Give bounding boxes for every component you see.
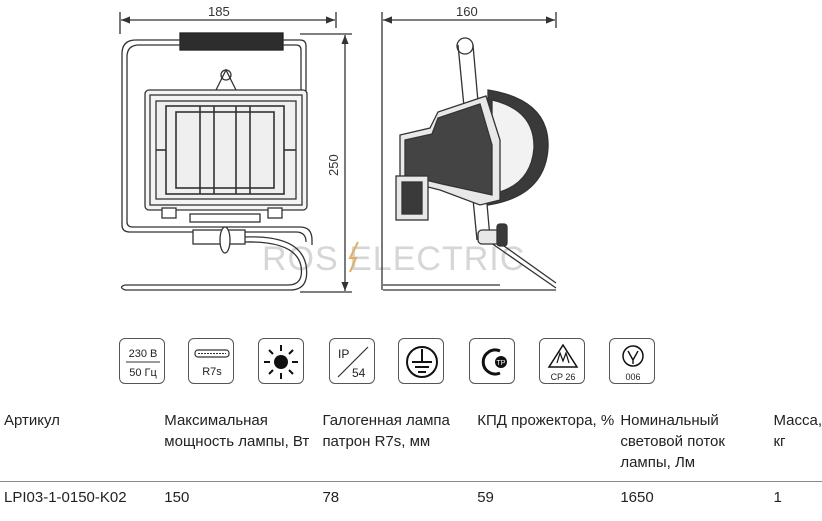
svg-text:R7s: R7s <box>202 366 222 378</box>
technical-drawing: ROS ELECTRIC <box>119 4 557 293</box>
front-view <box>119 12 352 293</box>
cell-mass: 1 <box>769 481 822 510</box>
watermark: ROS ELECTRIC <box>262 240 525 278</box>
svg-text:50 Гц: 50 Гц <box>129 367 157 379</box>
header-mass: Масса, кг <box>773 412 822 450</box>
cell-max-power: 150 <box>160 481 319 510</box>
lamp-base-icon: R7s <box>188 338 234 384</box>
cell-efficiency: 59 <box>473 481 617 510</box>
cell-article: LPI03-1-0150-K02 <box>0 481 161 510</box>
svg-text:CP 26: CP 26 <box>551 372 576 382</box>
svg-text:ТР: ТР <box>497 360 506 367</box>
height-label: 250 <box>326 154 341 176</box>
header-luminous-flux: Номинальный световой поток лампы, Лм <box>620 412 725 471</box>
svg-text:54: 54 <box>352 366 366 380</box>
side-view <box>381 12 557 291</box>
header-lamp: Галогенная лампа патрон R7s, мм <box>322 412 450 450</box>
grounding-icon <box>398 338 444 384</box>
sun-icon <box>258 338 304 384</box>
spec-table: Артикул Максимальная мощность лампы, Вт … <box>0 404 822 510</box>
ip-rating-icon: IP 54 <box>329 338 375 384</box>
cell-lamp: 78 <box>318 481 474 510</box>
side-width-label: 160 <box>456 4 478 19</box>
watermark-text: ROS ELECTRIC <box>262 240 525 278</box>
voltage-frequency-icon: 230 В 50 Гц <box>119 338 165 384</box>
table-row: LPI03-1-0150-K02 150 78 59 1650 1 <box>0 481 822 510</box>
svg-text:IP: IP <box>338 347 349 361</box>
front-width-label: 185 <box>208 4 230 19</box>
cp26-mark-icon: CP 26 <box>539 338 585 384</box>
svg-text:230 В: 230 В <box>129 348 158 360</box>
table-header-row: Артикул Максимальная мощность лампы, Вт … <box>0 404 822 482</box>
certification-mark-icon: ТР <box>469 338 515 384</box>
header-max-power: Максимальная мощность лампы, Вт <box>164 412 310 450</box>
svg-text:006: 006 <box>625 372 640 382</box>
header-efficiency: КПД прожектора, % <box>477 412 615 429</box>
cell-luminous-flux: 1650 <box>616 481 770 510</box>
header-article: Артикул <box>4 412 60 429</box>
class-006-icon: 006 <box>609 338 655 384</box>
